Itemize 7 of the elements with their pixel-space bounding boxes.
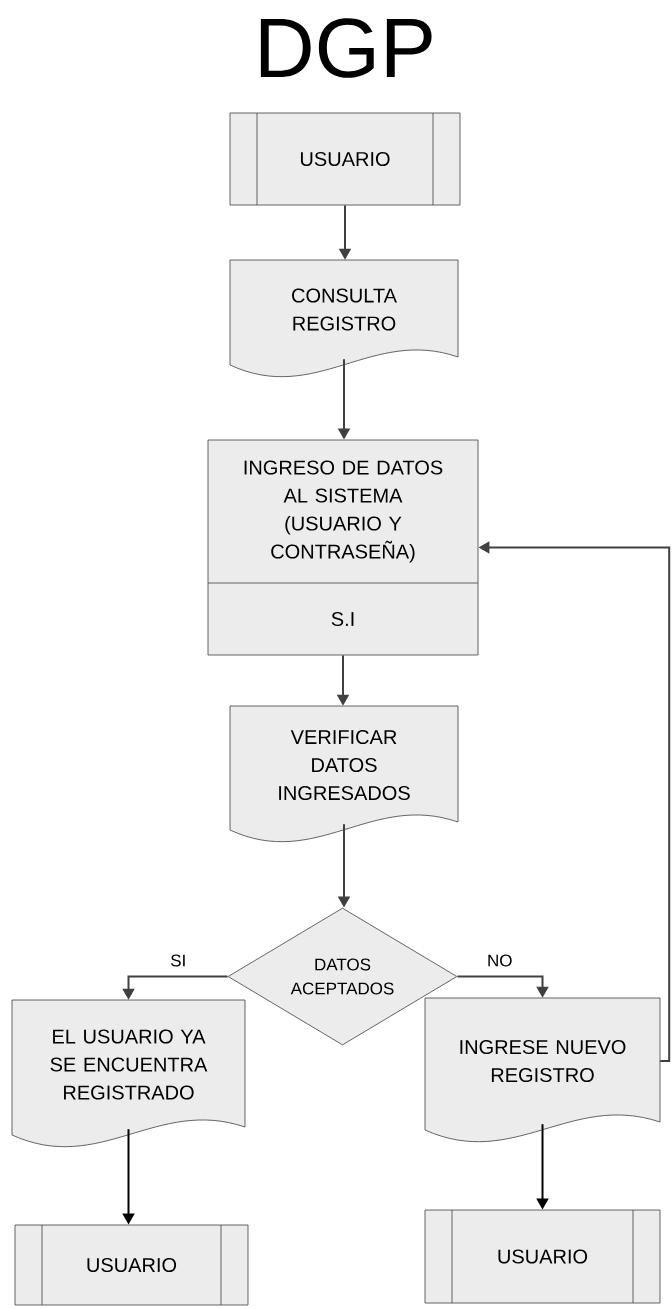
process-box: INGRESO DE DATOS AL SISTEMA (USUARIO Y CONTRASEÑA) S.I: [207, 439, 479, 656]
edge-label: NO: [486, 953, 514, 968]
predefined-process-box: USUARIO: [229, 112, 461, 206]
predefined-process-box: USUARIO: [424, 1209, 661, 1304]
predefined-process-box: USUARIO: [14, 1224, 249, 1306]
title: DGP: [260, 18, 432, 78]
edge-label: SI: [169, 953, 188, 968]
